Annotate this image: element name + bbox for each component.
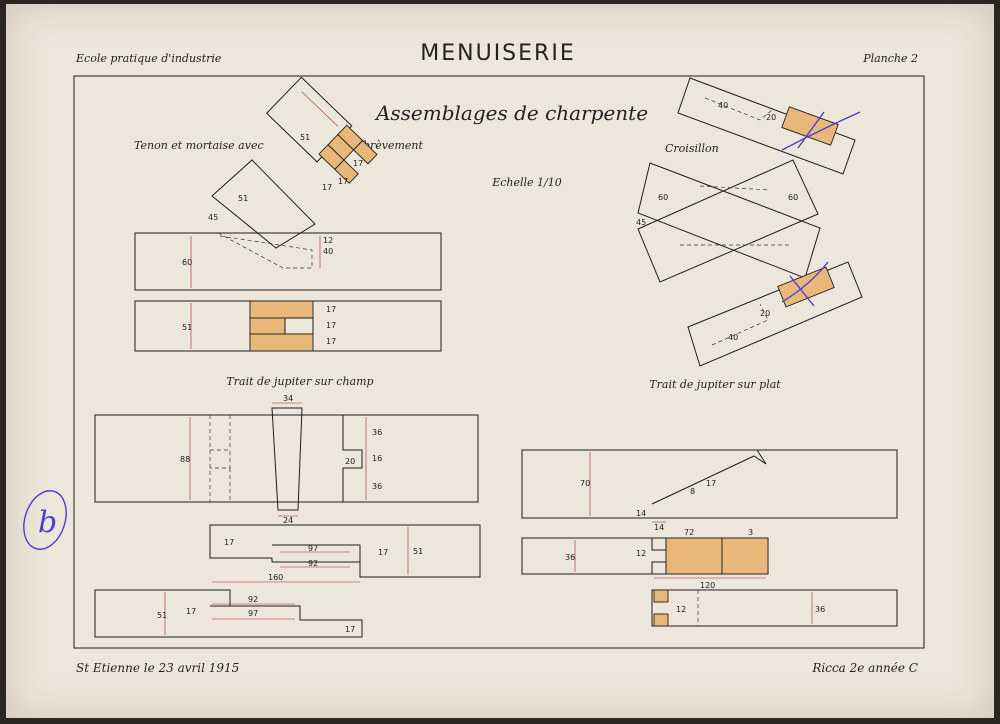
dim-12-pa: 12: [636, 549, 646, 558]
dim-51-plan: 51: [182, 323, 192, 332]
dim-51-b: 51: [157, 611, 167, 620]
dim-12-pb: 12: [676, 605, 686, 614]
dim-92-b: 92: [248, 595, 258, 604]
dim-60-b: 60: [788, 193, 798, 202]
place-date: St Etienne le 23 avril 1915: [76, 661, 239, 675]
dim-17-b: 17: [338, 177, 348, 186]
dim-17-plat: 17: [706, 479, 716, 488]
plate-number: Planche 2: [862, 52, 918, 65]
tenon-label: Tenon et mortaise avec: [134, 139, 264, 152]
tenon-beam-elevation: [134, 232, 442, 291]
tenon-mortise-figure: Tenon et mortaise avec embrèvement 51 17…: [134, 76, 442, 352]
dim-14-v: 14: [636, 509, 646, 518]
dim-40: 40: [323, 247, 333, 256]
dim-60: 60: [182, 258, 192, 267]
dim-60-a: 60: [658, 193, 668, 202]
jupiter-plat-elevation: [521, 449, 898, 519]
dim-17-jc: 17: [186, 607, 196, 616]
dim-36-plat-b: 36: [815, 605, 825, 614]
jupiter-plat-label: Trait de jupiter sur plat: [649, 378, 781, 391]
dim-17-plan-c: 17: [326, 337, 336, 346]
jupiter-champ-elevation: [94, 414, 479, 503]
dim-17-a: 17: [322, 183, 332, 192]
dim-20-champ: 20: [345, 457, 355, 466]
dim-40-bottom: 40: [728, 333, 738, 342]
tenon-piece-rotated: [265, 76, 378, 184]
dim-34: 34: [283, 394, 293, 403]
dim-45-cr: 45: [636, 218, 646, 227]
dim-17-plan-a: 17: [326, 305, 336, 314]
dim-51-top: 51: [300, 133, 310, 142]
croisillon-figure: Croisillon 40 20 60 60 45 40 20: [636, 77, 863, 367]
dim-97-b: 97: [248, 609, 258, 618]
dim-8: 8: [690, 487, 695, 496]
dim-120: 120: [700, 581, 715, 590]
croisillon-beam-b: [637, 159, 819, 283]
tenon-post: [211, 159, 316, 249]
school-name: Ecole pratique d'industrie: [75, 52, 222, 65]
dim-20-top: 20: [766, 113, 776, 122]
dim-17-c: 17: [353, 159, 363, 168]
dim-70: 70: [580, 479, 590, 488]
dim-160: 160: [268, 573, 283, 582]
dim-40-top: 40: [718, 101, 728, 110]
dim-36-plat-a: 36: [565, 553, 575, 562]
croisillon-beam-a: [637, 162, 821, 279]
author-signature: Ricca 2e année C: [811, 661, 918, 675]
jupiter-champ-piece-b: [94, 589, 363, 638]
dim-92-a: 92: [308, 559, 318, 568]
dim-17-plan-b: 17: [326, 321, 336, 330]
page-title: MENUISERIE: [420, 41, 575, 66]
dim-17-jd: 17: [345, 625, 355, 634]
dim-24: 24: [283, 516, 293, 525]
dim-97-a: 97: [308, 544, 318, 553]
dim-36-b: 36: [372, 482, 382, 491]
dim-14: 14: [654, 523, 664, 532]
jupiter-champ-figure: Trait de jupiter sur champ 88 34 24 36 1…: [94, 375, 481, 638]
dim-17-jb: 17: [378, 548, 388, 557]
grade-circle: [23, 490, 67, 550]
grade-letter: b: [38, 505, 57, 540]
jupiter-plat-figure: Trait de jupiter sur plat 70 17 8 14 14 …: [521, 378, 898, 627]
blue-pencil-cross-top: [781, 111, 861, 151]
dim-16: 16: [372, 454, 382, 463]
dim-20-bottom: 20: [760, 309, 770, 318]
dim-45: 45: [208, 213, 218, 222]
jupiter-champ-label: Trait de jupiter sur champ: [226, 375, 373, 388]
croisillon-piece-bottom: [687, 261, 863, 367]
dim-12: 12: [323, 236, 333, 245]
croisillon-label: Croisillon: [665, 142, 719, 155]
dim-88: 88: [180, 455, 190, 464]
scale-label: Echelle 1/10: [491, 176, 562, 189]
blue-pencil-cross-bottom: [781, 261, 829, 307]
dim-17-ja: 17: [224, 538, 234, 547]
dim-3: 3: [748, 528, 753, 537]
jupiter-key: [271, 407, 303, 511]
main-title: Assemblages de charpente: [374, 101, 648, 125]
jupiter-champ-piece-a: [209, 524, 481, 578]
dim-36-a: 36: [372, 428, 382, 437]
dim-72: 72: [684, 528, 694, 537]
dim-51-post: 51: [238, 194, 248, 203]
drawing-frame: [73, 75, 925, 649]
dim-51-a: 51: [413, 547, 423, 556]
jupiter-plat-piece-b: [651, 589, 898, 627]
